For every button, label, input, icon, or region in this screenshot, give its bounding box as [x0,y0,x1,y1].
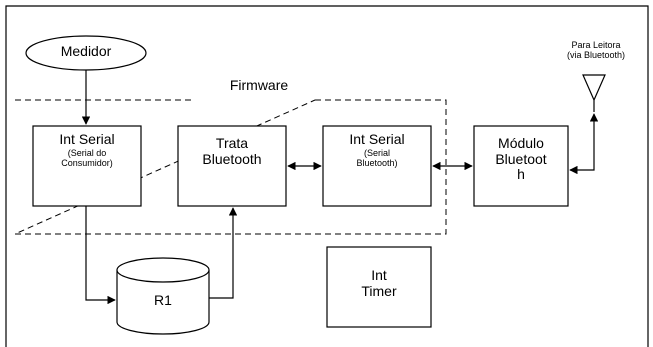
modulo-bluetooth-line2: Bluetoot [495,150,547,167]
antenna-label-line1: Para Leitora [571,40,621,50]
int-serial-bluetooth-subtitle-1: (Serial [363,147,390,158]
modulo-bluetooth-label: Módulo Bluetoot h [474,135,568,183]
int-serial-bluetooth-box [322,125,432,207]
trata-bluetooth-label: Trata Bluetooth [178,135,286,167]
modulo-bluetooth-box [473,125,569,207]
medidor-label: Medidor [60,43,112,59]
r1-label: R1 [154,292,172,308]
edge-r1-to-trata-bluetooth [209,207,238,299]
int-timer-line2: Timer [361,282,397,299]
int-timer-label: Int Timer [327,267,431,299]
modulo-bluetooth-line3: h [517,166,525,183]
antenna-label-line2: (via Bluetooth) [566,50,626,61]
outer-frame [5,5,649,347]
trata-bluetooth-line1: Trata [215,135,249,151]
int-serial-consumidor-title: Int Serial [59,131,115,147]
trata-bluetooth-line2: Bluetooth [202,150,262,167]
antenna-icon [582,74,606,112]
r1-cylinder [116,257,210,335]
edge-modulo-antenna [569,113,599,175]
firmware-label: Firmware [229,77,289,93]
trata-bluetooth-box [177,125,287,207]
antenna-label: Para Leitora (via Bluetooth) [548,40,644,60]
int-serial-consumidor-label: Int Serial (Serial do Consumidor) [33,131,141,169]
int-serial-consumidor-subtitle-1: (Serial do [67,147,107,158]
int-serial-consumidor-subtitle-2: Consumidor) [61,158,113,169]
modulo-bluetooth-line1: Módulo [498,135,544,151]
int-timer-line1: Int [371,267,387,283]
int-serial-consumidor-box [32,125,142,207]
int-timer-box [326,246,432,328]
int-serial-bluetooth-title: Int Serial [349,131,405,147]
int-serial-bluetooth-subtitle-2: Bluetooth) [356,158,398,169]
edge-int-serial-to-r1 [85,206,116,305]
int-serial-bluetooth-label: Int Serial (Serial Bluetooth) [323,131,431,169]
